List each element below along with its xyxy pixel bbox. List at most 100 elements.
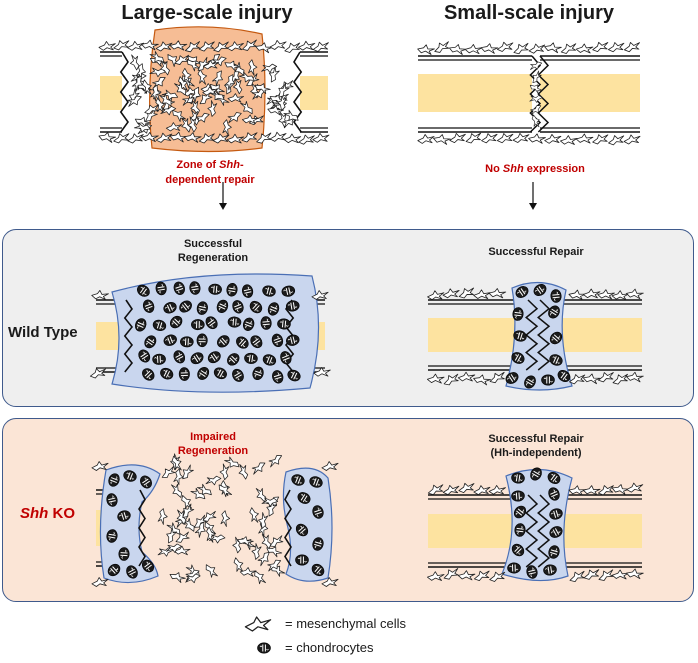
mesenchymal-cell-icon — [458, 482, 475, 493]
chondrocyte-icon — [189, 281, 201, 295]
chondrocyte-icon — [160, 367, 174, 380]
chondrocyte-icon — [152, 353, 166, 365]
mesenchymal-cell-icon — [227, 93, 244, 103]
chondrocyte-icon — [262, 354, 277, 366]
mesenchymal-cell-icon — [268, 455, 283, 468]
mesenchymal-cell-icon — [241, 132, 258, 143]
mesenchymal-cell-icon — [91, 461, 109, 471]
mesenchymal-cell-icon — [183, 132, 202, 143]
mesenchymal-cell-icon — [238, 71, 255, 83]
chondrocyte-icon — [226, 283, 238, 297]
mesenchymal-cell-icon — [528, 133, 546, 144]
chondrocyte-icon — [117, 510, 131, 522]
mesenchymal-cell-icon — [255, 42, 273, 54]
chondrocyte-icon — [163, 302, 177, 314]
mesenchymal-cell-icon — [449, 132, 466, 144]
mesenchymal-cell-icon — [161, 89, 179, 101]
mesenchymal-cell-icon — [582, 485, 601, 496]
shh-ko-label: Shh KO — [20, 505, 76, 522]
chondrocyte-icon — [217, 335, 230, 348]
chondrocyte-icon — [280, 351, 292, 365]
chondrocyte-icon — [196, 333, 208, 348]
chondrocyte-icon — [309, 476, 323, 488]
mesenchymal-cell-icon — [134, 116, 152, 128]
mesenchymal-cell-icon — [597, 289, 615, 300]
chondrocyte-icon — [140, 475, 152, 489]
mesenchymal-cell-icon — [612, 373, 628, 385]
chondrocyte-icon — [108, 473, 120, 487]
mesenchymal-cell-icon — [166, 543, 182, 553]
mesenchymal-cell-icon — [270, 565, 286, 577]
mesenchymal-cell-icon — [249, 507, 259, 523]
small-bone-left — [418, 55, 532, 133]
mesenchymal-cell-icon — [226, 41, 244, 52]
mesenchymal-cell-icon — [417, 44, 435, 55]
mesenchymal-cell-icon — [232, 536, 242, 554]
mesenchymal-cell-icon — [458, 287, 475, 299]
mesenchymal-cell-icon — [242, 39, 258, 51]
chondrocyte-icon — [118, 547, 130, 561]
mesenchymal-cell-icon — [190, 487, 206, 500]
mesenchymal-cell-icon — [222, 119, 232, 136]
mesenchymal-cell-icon — [442, 484, 460, 496]
down-arrow-icon — [529, 182, 537, 210]
mesenchymal-cell-icon — [257, 552, 270, 567]
small-scale-title: Small-scale injury — [443, 2, 615, 24]
mesenchymal-cell-icon — [417, 134, 435, 144]
chondrocyte-icon — [505, 372, 519, 384]
chondrocyte-icon — [137, 284, 150, 297]
chondrocyte-icon — [312, 537, 324, 551]
mesenchymal-cell-icon — [568, 485, 587, 496]
successful-regeneration-label: Successful Regeneration — [177, 238, 249, 264]
mesenchymal-cell-icon — [169, 572, 186, 583]
chondrocyte-icon — [152, 319, 167, 331]
mesenchymal-cell-icon — [251, 462, 266, 475]
chondrocyte-icon — [173, 350, 186, 364]
mesenchymal-cell-icon — [248, 59, 258, 76]
mesenchymal-cell-icon — [473, 570, 490, 581]
chondrocyte-icon — [191, 319, 205, 331]
mesenchymal-cell-icon — [142, 79, 152, 95]
chondrocyte-icon — [242, 317, 255, 331]
mesenchymal-cell-icon — [197, 56, 210, 71]
mesenchymal-cell-icon — [182, 503, 195, 518]
chondrocyte-icon — [155, 281, 167, 296]
impaired-regeneration-label: Impaired Regeneration — [177, 431, 249, 457]
mesenchymal-cell-icon — [232, 78, 243, 95]
mesenchymal-cell-icon — [182, 464, 194, 480]
chondrocyte-icon — [297, 492, 311, 504]
chondrocyte-icon — [512, 307, 524, 321]
chondrocyte-icon — [550, 289, 562, 303]
mesenchymal-cell-icon — [91, 290, 109, 301]
mesenchymal-cell-icon — [473, 289, 491, 300]
mesenchymal-cell-icon — [196, 483, 212, 496]
legend-mesenchymal-text: = mesenchymal cells — [285, 616, 407, 631]
mesenchymal-cell-icon — [597, 485, 614, 496]
mesenchymal-cell-icon — [623, 41, 641, 53]
chondrocyte-icon — [277, 318, 291, 330]
mesenchymal-cell-icon — [261, 534, 272, 550]
chondrocyte-icon — [295, 554, 309, 566]
chondrocyte-icon — [205, 316, 218, 330]
mesenchymal-cell-icon — [269, 535, 284, 547]
chondrocyte-icon — [549, 526, 563, 538]
mesenchymal-cell-icon — [141, 39, 159, 51]
chondrocyte-icon — [291, 474, 305, 486]
mesenchymal-cell-icon — [176, 509, 187, 525]
mesenchymal-cell-icon — [427, 290, 445, 301]
successful-repair-hh-line2: (Hh-independent) — [490, 447, 582, 459]
mesenchymal-cell-icon — [197, 69, 208, 85]
mesenchymal-cell-icon — [321, 461, 339, 471]
mesenchymal-cell-icon — [443, 568, 459, 580]
mesenchymal-cell-icon — [442, 288, 460, 299]
chondrocyte-icon — [207, 351, 221, 364]
chondrocyte-icon — [547, 471, 561, 485]
mesenchymal-cell-icon — [465, 132, 482, 144]
mesenchymal-cell-icon — [569, 570, 585, 582]
chondrocyte-icon — [526, 565, 538, 579]
mesenchymal-cell-icon — [583, 569, 600, 580]
mesenchymal-cell-icon — [457, 570, 476, 581]
mesenchymal-cell-icon — [530, 105, 542, 116]
chondrocyte-icon — [286, 334, 300, 346]
chondrocyte-icon — [236, 336, 249, 349]
